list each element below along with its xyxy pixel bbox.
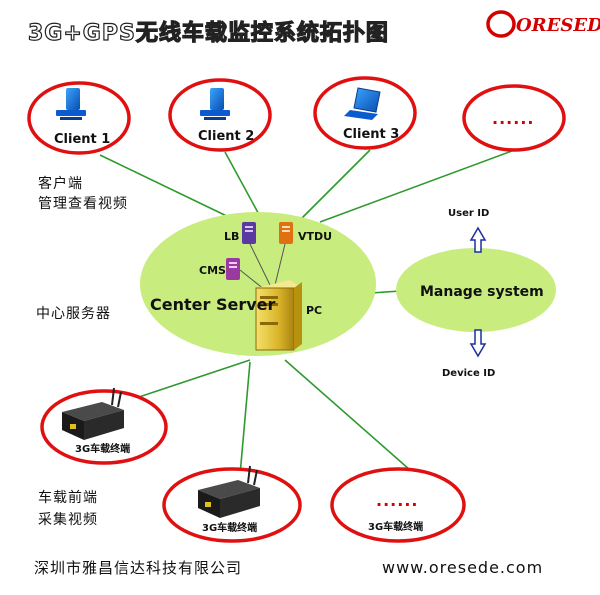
website-url: www.oresede.com <box>382 558 543 577</box>
terminal-1-label: 3G车载终端 <box>75 442 130 455</box>
terminal-3: ...... 3G车载终端 <box>330 467 466 543</box>
laptop-icon <box>344 87 381 120</box>
client-side-label-2: 管理查看视频 <box>38 196 128 212</box>
center-server-label: Center Server <box>150 295 275 314</box>
link-terminal3 <box>284 359 411 471</box>
desktop-computer-icon <box>200 88 230 120</box>
terminal-1: 3G车载终端 <box>40 387 168 465</box>
link-client-more <box>319 147 521 223</box>
terminal-3-dots: ...... <box>376 491 418 510</box>
terminal-side-label-2: 采集视频 <box>38 511 98 528</box>
client-more: ...... <box>462 84 566 152</box>
manage-ellipse <box>396 248 556 332</box>
cms-server-icon <box>226 258 240 280</box>
diagram-title: 3G+GPS无线车载监控系统拓扑图 <box>28 20 389 46</box>
cms-label: CMS <box>199 264 226 277</box>
client-more-dots: ...... <box>492 109 534 128</box>
pc-tower-icon <box>255 280 302 351</box>
client-side-label-1: 客户端 <box>38 175 83 192</box>
link-terminal1 <box>129 359 251 401</box>
company-name: 深圳市雅昌信达科技有限公司 <box>34 559 242 577</box>
link-client3 <box>299 149 371 221</box>
vtdu-label: VTDU <box>298 230 332 243</box>
client-1-label: Client 1 <box>54 132 110 147</box>
manage-system: Manage system User ID Device ID <box>396 208 556 379</box>
center-server-group: LB VTDU CMS Center Server PC <box>140 212 376 356</box>
manage-system-label: Manage system <box>420 284 544 300</box>
oresede-logo: ORESEDE <box>486 10 600 38</box>
vtdu-server-icon <box>279 222 293 244</box>
lb-label: LB <box>224 230 239 243</box>
client-2-label: Client 2 <box>198 129 254 144</box>
vehicle-terminal-icon <box>62 387 124 440</box>
device-id-label: Device ID <box>442 368 495 379</box>
lb-server-icon <box>242 222 256 244</box>
client-2: Client 2 <box>168 78 272 152</box>
terminal-3-label: 3G车载终端 <box>368 520 423 533</box>
pc-label: PC <box>306 304 322 317</box>
user-id-label: User ID <box>448 208 489 219</box>
link-client2 <box>224 151 263 221</box>
vehicle-terminal-icon <box>198 465 260 518</box>
terminal-2: 3G车载终端 <box>162 465 302 543</box>
terminal-3-ellipse <box>330 467 466 543</box>
arrow-up-icon <box>469 226 487 253</box>
client-more-ellipse <box>462 84 566 152</box>
client-3-label: Client 3 <box>343 127 399 142</box>
client-1: Client 1 <box>27 81 131 155</box>
terminal-2-label: 3G车载终端 <box>202 521 257 534</box>
arrow-down-icon <box>469 329 487 358</box>
client-3: Client 3 <box>313 76 417 150</box>
desktop-computer-icon <box>56 88 86 120</box>
link-client1 <box>99 154 236 221</box>
terminal-side-label-1: 车载前端 <box>38 489 98 506</box>
logo-text: ORESEDE <box>516 15 600 36</box>
server-side-label: 中心服务器 <box>36 306 111 322</box>
link-terminal2 <box>239 361 251 476</box>
